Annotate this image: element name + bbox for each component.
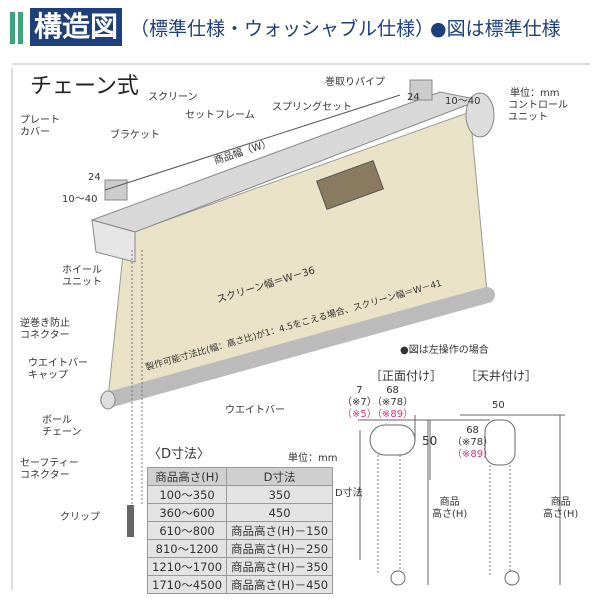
table-cell: 商品高さ(H)－350 — [226, 557, 334, 576]
table-cell: 610～800 — [146, 521, 228, 540]
label-weight-bar-cap: ウエイトバーキャップ — [28, 358, 88, 381]
page-title: 構造図 — [30, 8, 123, 46]
ceiling-dim-50: 50 — [492, 400, 505, 411]
table-cell: 810～1200 — [146, 539, 228, 558]
ceiling-mount-unit — [484, 419, 516, 466]
d-table-title: 〈D寸法〉 — [148, 447, 211, 462]
clip — [127, 505, 134, 537]
dim-left-24: 24 — [88, 172, 101, 183]
ceiling-h-label: 商品高さ(H) — [543, 497, 579, 520]
label-ball-chain: ボールチェーン — [42, 415, 82, 438]
label-weight-bar: ウエイトバー — [225, 405, 285, 416]
ball-chain — [131, 250, 143, 505]
front-dim-50: 50 — [422, 434, 438, 448]
table-cell: D寸法 — [226, 467, 334, 486]
spring-set — [316, 160, 384, 210]
label-bracket: ブラケット — [110, 130, 160, 141]
ceiling-dim-68: 68（※78）（※89） — [452, 425, 494, 460]
front-mount-unit — [369, 424, 416, 456]
label-wheel-unit: ホイールユニット — [62, 265, 102, 288]
table-cell: 1710～4500 — [146, 575, 228, 594]
detail-note: ●図は左操作の場合 — [400, 345, 489, 356]
bracket-right — [409, 79, 433, 101]
dim-right-24: 24 — [407, 92, 420, 103]
label-control-unit: コントロールユニット — [508, 100, 568, 123]
table-cell: 100～350 — [146, 485, 228, 504]
table-cell: 商品高さ(H)－150 — [226, 521, 334, 540]
label-clip: クリップ — [60, 512, 100, 523]
label-plate-cover: プレートカバー — [20, 115, 60, 138]
table-cell: 350 — [226, 485, 334, 504]
label-winding-pipe: 巻取りパイプ — [325, 77, 385, 88]
control-unit — [465, 92, 495, 138]
front-dim-7: 7（※7）（※5） — [342, 385, 377, 420]
label-spring-set: スプリングセット — [272, 102, 352, 113]
d-table-unit: 単位：mm — [288, 453, 338, 464]
table-cell: 商品高さ(H)－250 — [226, 539, 334, 558]
unit-label: 単位：mm — [510, 88, 560, 99]
label-set-frame: セットフレーム — [185, 110, 255, 121]
table-cell: 1210～1700 — [146, 557, 228, 576]
type-title: チェーン式 — [30, 74, 139, 99]
weight-bar — [100, 287, 495, 408]
dim-left-10-40: 10～40 — [62, 194, 98, 205]
page-subtitle: （標準仕様・ウォッシャブル仕様） — [130, 18, 435, 40]
table-cell: 商品高さ(H) — [146, 467, 228, 486]
front-dim-68: 68（※78）（※89） — [372, 385, 414, 420]
table-cell: 450 — [226, 503, 334, 522]
ceiling-mount-title: ［天井付け］ — [465, 369, 538, 383]
label-reverse-stop: 逆巻き防止コネクター — [20, 318, 70, 341]
front-d-label: D寸法 — [335, 488, 363, 499]
width-dim-line — [104, 94, 401, 191]
label-safety-connector: セーフティーコネクター — [20, 458, 79, 481]
header-note: ●図は標準仕様 — [430, 18, 561, 40]
bracket-left — [104, 179, 128, 201]
table-cell: 360～600 — [146, 503, 228, 522]
label-screen: スクリーン — [148, 92, 198, 103]
front-h-label: 商品高さ(H) — [432, 497, 468, 520]
table-cell: 商品高さ(H)－450 — [226, 575, 334, 594]
dim-right-10-40: 10～40 — [445, 96, 481, 107]
front-mount-title: ［正面付け］ — [370, 369, 443, 383]
plate-cover — [91, 219, 136, 263]
